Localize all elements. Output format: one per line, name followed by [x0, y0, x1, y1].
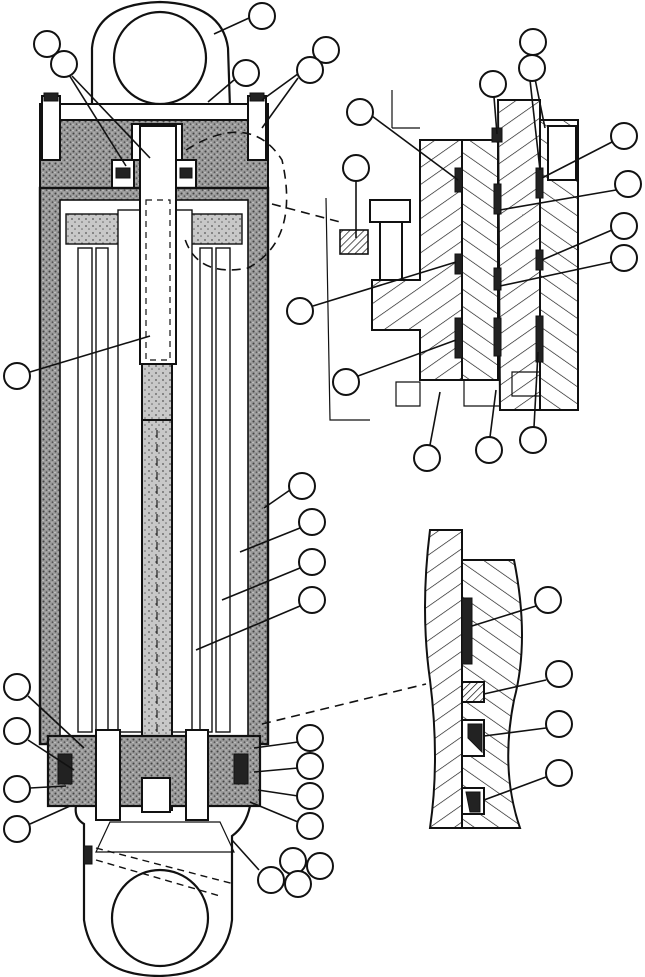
callout-bubble-c32 [296, 752, 324, 780]
callout-bubble-c27 [3, 673, 31, 701]
callout-bubble-c14 [610, 212, 638, 240]
callout-bubble-c37 [3, 815, 31, 843]
piston-rod [139, 125, 177, 811]
callout-bubble-c8 [518, 54, 546, 82]
callout-bubble-c23 [298, 508, 326, 536]
callout-bubble-c5 [296, 56, 324, 84]
callout-bubble-c1 [248, 2, 276, 30]
callout-bubble-c38 [279, 847, 307, 875]
leader-lines [27, 17, 617, 871]
callout-bubble-c30 [545, 710, 573, 738]
callout-bubble-c3 [50, 50, 78, 78]
callout-bubble-c2 [33, 30, 61, 58]
callout-bubble-c21 [519, 426, 547, 454]
callout-bubble-c20 [475, 436, 503, 464]
callout-bubble-c35 [296, 782, 324, 810]
callout-bubble-c29 [3, 717, 31, 745]
callout-bubble-c25 [298, 586, 326, 614]
piston-bottom-assembly [46, 729, 262, 821]
callout-bubble-c18 [332, 368, 360, 396]
main-cylinder-view [38, 0, 270, 977]
callout-bubble-c16 [286, 297, 314, 325]
callout-bubble-c28 [545, 660, 573, 688]
callout-bubble-c4 [312, 36, 340, 64]
callout-bubble-c6 [232, 59, 260, 87]
callout-bubble-c39 [306, 852, 334, 880]
callout-bubble-c22 [288, 472, 316, 500]
callout-bubble-c17 [3, 362, 31, 390]
callout-bubble-c36 [296, 812, 324, 840]
callout-bubble-c11 [610, 122, 638, 150]
top-mounting-eye [88, 0, 232, 109]
callout-bubble-c31 [296, 724, 324, 752]
callout-bubble-c10 [346, 98, 374, 126]
detail-leader-top [271, 203, 341, 223]
callout-bubble-c12 [614, 170, 642, 198]
callout-bubble-c41 [284, 870, 312, 898]
callout-bubble-c13 [342, 154, 370, 182]
callout-bubble-c34 [3, 775, 31, 803]
callout-bubble-c24 [298, 548, 326, 576]
detail-boundary-top [183, 131, 288, 271]
detail-leader-bottom [261, 683, 427, 725]
callout-bubble-c26 [534, 586, 562, 614]
callout-bubbles [3, 2, 642, 898]
seal-detail-upper [325, 90, 579, 421]
callout-bubble-c9 [479, 70, 507, 98]
callout-bubble-c40 [257, 866, 285, 894]
callout-bubble-c7 [519, 28, 547, 56]
callout-bubble-c33 [545, 759, 573, 787]
bottom-mounting-eye [74, 805, 252, 977]
callout-bubble-c19 [413, 444, 441, 472]
callout-bubble-c15 [610, 244, 638, 272]
seal-detail-lower [424, 529, 523, 829]
